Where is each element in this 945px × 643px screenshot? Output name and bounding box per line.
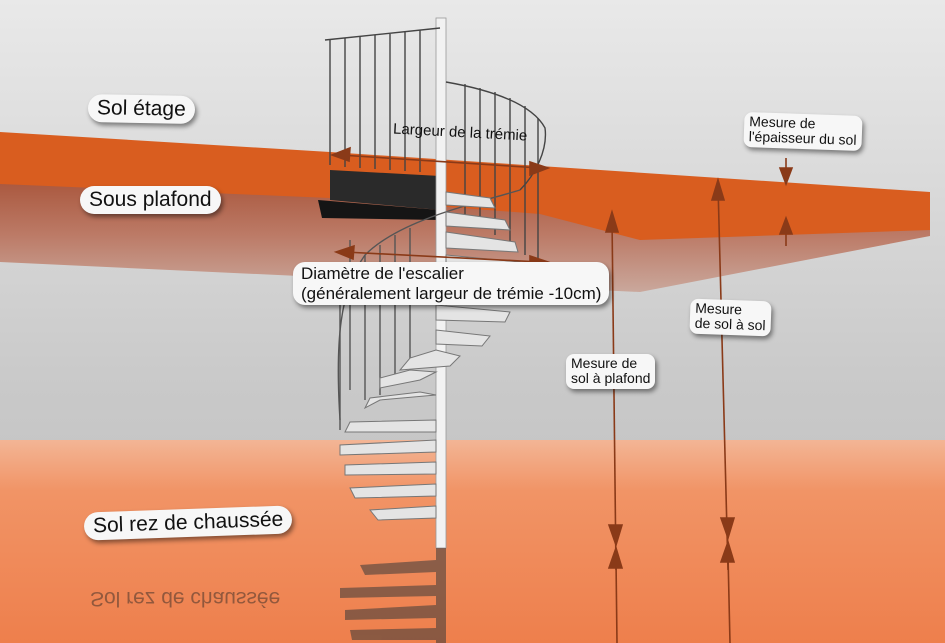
label-sous-plafond: Sous plafond xyxy=(80,186,221,215)
stair-reflection xyxy=(340,548,446,643)
label-sol-plafond-line1: Mesure de xyxy=(571,355,638,371)
ground-floor xyxy=(0,440,945,643)
floor-floor-arrow xyxy=(710,177,736,643)
thickness-arrows xyxy=(778,158,794,246)
upper-railing xyxy=(324,27,547,262)
label-epaisseur: Mesure de l'épaisseur du sol xyxy=(743,111,863,151)
floor-ceiling-arrow xyxy=(604,209,624,643)
label-sol-etage: Sol étage xyxy=(87,94,195,124)
label-diametre: Diamètre de l'escalier (généralement lar… xyxy=(293,262,610,306)
tremie-width-arrow xyxy=(329,146,551,177)
label-sol-sol: Mesure de sol à sol xyxy=(689,298,772,337)
label-sol-plafond: Mesure de sol à plafond xyxy=(566,354,656,389)
tremie-opening xyxy=(330,170,440,210)
label-sol-sol-line2: de sol à sol xyxy=(694,315,766,334)
label-sol-plafond-line2: sol à plafond xyxy=(571,370,651,387)
label-sol-rdc-reflection: Sol rez de chaussée xyxy=(90,587,281,610)
label-diametre-line2: (généralement largeur de trémie -10cm) xyxy=(301,283,602,303)
label-epaisseur-line2: l'épaisseur du sol xyxy=(748,128,857,149)
label-diametre-line1: Diamètre de l'escalier xyxy=(301,264,464,283)
